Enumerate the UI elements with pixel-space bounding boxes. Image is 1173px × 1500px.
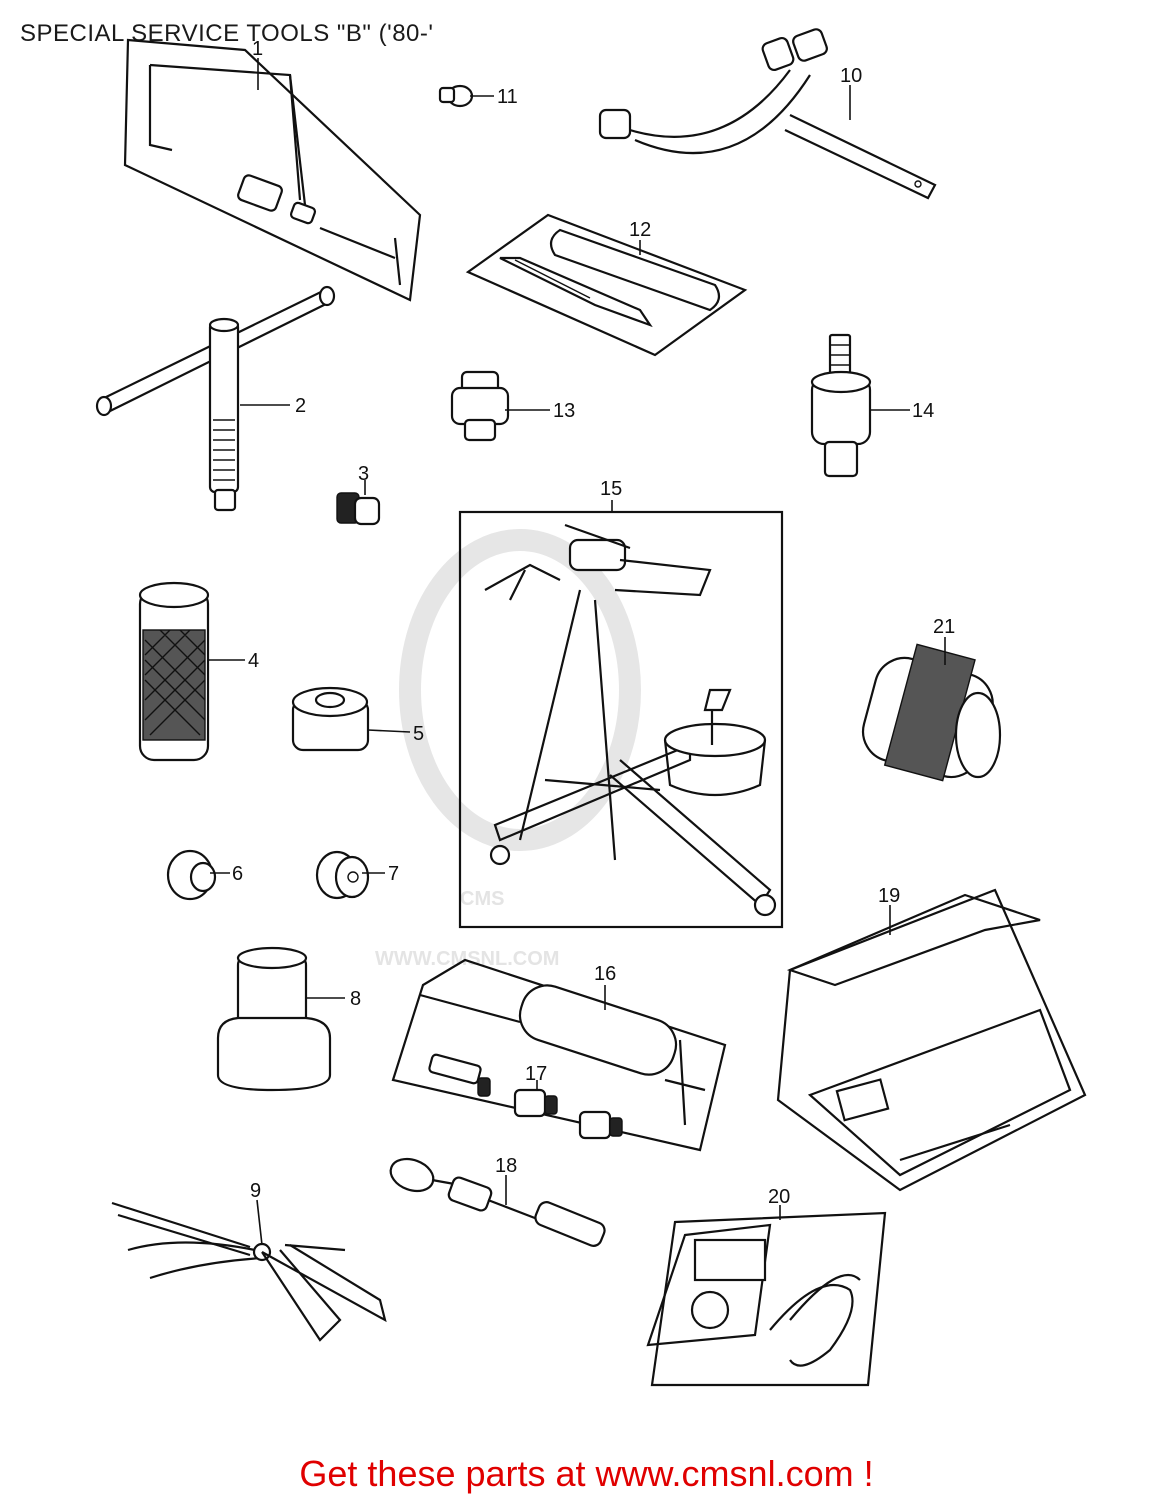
part-7-collar — [315, 850, 370, 900]
callout-19: 19 — [878, 885, 900, 907]
part-20-multimeter — [646, 1211, 887, 1387]
page-title: SPECIAL SERVICE TOOLS "B" ('80-' — [20, 20, 434, 47]
callout-20: 20 — [768, 1186, 790, 1208]
part-13-adapter-fitting — [450, 370, 510, 442]
part-5-adapter — [291, 686, 370, 752]
callout-1: 1 — [252, 38, 263, 60]
parts-diagram: CMS WWW.CMSNL.COM — [95, 28, 1087, 1387]
callout-17: 17 — [525, 1063, 547, 1085]
callout-12: 12 — [629, 219, 651, 241]
part-11-bolt — [438, 84, 474, 108]
part-21-knurled-sleeve — [861, 643, 1002, 782]
part-14-puller — [810, 333, 872, 478]
callout-15: 15 — [600, 478, 622, 500]
leader-lines — [208, 58, 946, 1246]
callout-6: 6 — [232, 863, 243, 885]
part-18-tool-handle — [389, 1157, 606, 1247]
part-4-knurled-cylinder — [138, 581, 210, 762]
callout-9: 9 — [250, 1180, 261, 1202]
part-16-slide-hammer — [391, 958, 727, 1152]
callout-4: 4 — [248, 650, 259, 672]
callout-18: 18 — [495, 1155, 517, 1177]
part-17-adapters — [428, 1053, 623, 1140]
callout-13: 13 — [553, 400, 575, 422]
part-12-tool-board — [465, 213, 748, 357]
callout-3: 3 — [358, 463, 369, 485]
callout-10: 10 — [840, 65, 862, 87]
part-2-t-wrench — [95, 285, 336, 512]
part-6-bushing — [166, 849, 217, 901]
get-parts-link[interactable]: Get these parts at www.cmsnl.com ! — [299, 1453, 874, 1494]
callout-5: 5 — [413, 723, 424, 745]
part-1-tool-board — [123, 38, 422, 302]
callout-21: 21 — [933, 616, 955, 638]
callouts: 1 2 3 4 5 6 7 8 9 10 11 12 13 14 15 16 1… — [232, 38, 955, 1208]
part-9-pliers — [111, 1201, 387, 1342]
part-3-nut — [336, 492, 381, 526]
part-8-installer — [216, 946, 332, 1092]
callout-2: 2 — [295, 395, 306, 417]
callout-8: 8 — [350, 988, 361, 1010]
callout-14: 14 — [912, 400, 934, 422]
part-15-stand — [458, 510, 784, 929]
watermark-url: WWW.CMSNL.COM — [375, 948, 559, 970]
callout-11: 11 — [497, 86, 518, 108]
part-19-tester-case — [776, 888, 1087, 1192]
callout-7: 7 — [388, 863, 399, 885]
watermark: CMS WWW.CMSNL.COM — [375, 529, 641, 970]
watermark-logo: CMS — [460, 888, 504, 910]
part-10-spanner — [598, 28, 937, 200]
callout-16: 16 — [594, 963, 616, 985]
